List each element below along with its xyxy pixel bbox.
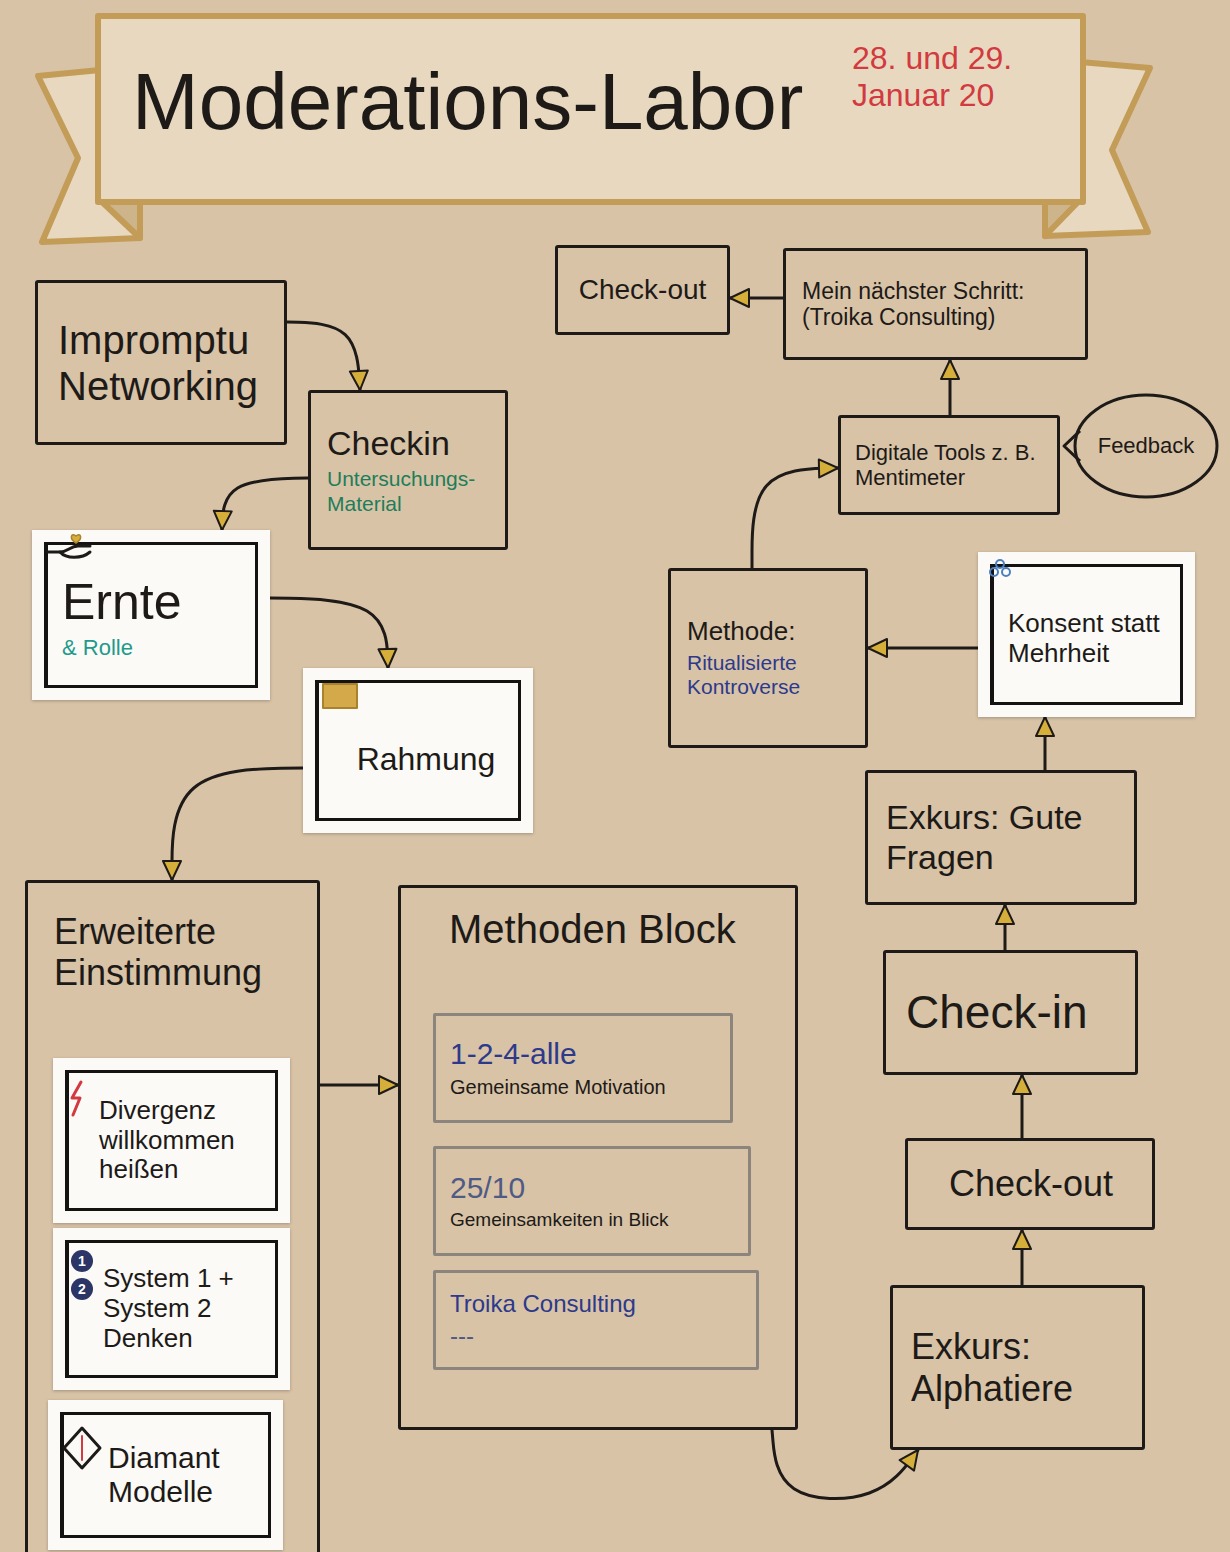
node-text: & Rolle	[62, 635, 244, 660]
node-text: Konsent statt Mehrheit	[1008, 609, 1175, 669]
ribbon-fold	[100, 200, 140, 238]
icon-stroke	[64, 1428, 100, 1468]
flow-arrow	[949, 360, 952, 415]
node-text: ---	[450, 1322, 744, 1350]
icon-stroke	[323, 684, 357, 708]
node-text: Divergenz willkommen heißen	[99, 1096, 268, 1186]
card-icon	[46, 532, 102, 562]
node-text: Methode:	[687, 617, 851, 647]
icon-stroke	[60, 552, 90, 557]
node-text: Gemeinsamkeiten in Blick	[450, 1209, 736, 1231]
process-box: Check-out	[555, 245, 730, 335]
speech-bubble: Feedback	[1072, 392, 1220, 500]
topic-card: Diamant Modelle	[48, 1400, 283, 1550]
bubble-tail	[1064, 431, 1080, 461]
card-icon	[321, 682, 359, 710]
icon-stroke	[81, 1436, 83, 1460]
topic-card: Ernte & Rolle	[32, 530, 270, 700]
node-text: Impromptu Networking	[58, 317, 270, 409]
diagram-title: Moderations-Labor	[132, 58, 803, 146]
node-text: Untersuchungs-Material	[327, 467, 493, 515]
node-text: System 1 + System 2 Denken	[103, 1264, 268, 1354]
card-icon	[62, 1426, 104, 1472]
flow-arrow	[1044, 717, 1047, 770]
flow-arrow	[730, 297, 783, 300]
flow-arrow	[868, 647, 978, 650]
node-text: Ernte	[62, 574, 244, 632]
node-text: Checkin	[327, 424, 493, 463]
node-text: Rahmung	[343, 741, 509, 778]
process-box: Exkurs: Gute Fragen	[865, 770, 1137, 905]
method-box: Troika Consulting ---	[433, 1270, 759, 1370]
flow-arrow	[1021, 1230, 1024, 1285]
flow-arrow	[1004, 905, 1007, 950]
process-box: Methode: Ritualisierte Kontroverse	[668, 568, 868, 748]
flow-arrow	[172, 768, 303, 880]
date-note: 28. und 29. Januar 20	[852, 40, 1062, 114]
process-box: Methoden Block 1-2-4-alleGemeinsame Motiv…	[398, 885, 798, 1430]
callout-number: 2	[71, 1278, 93, 1300]
node-text: Exkurs: Alphatiere	[911, 1326, 1128, 1409]
node-text: Check-out	[924, 1163, 1138, 1204]
node-text: Mein nächster Schritt: (Troika Consultin…	[802, 278, 1071, 331]
card-icon	[67, 1080, 89, 1118]
flow-arrow	[270, 598, 388, 668]
node-text: 25/10	[450, 1171, 736, 1206]
callout-number: 1	[71, 1250, 93, 1272]
flow-arrow	[222, 478, 308, 530]
process-box: CheckinUntersuchungs-Material	[308, 390, 508, 550]
process-box: Check-in	[883, 950, 1138, 1075]
flow-arrow	[1021, 1075, 1024, 1138]
topic-card: Rahmung	[303, 668, 533, 833]
node-text: Erweiterte Einstimmung	[54, 911, 305, 994]
flow-arrow	[287, 322, 360, 390]
topic-card: Konsent statt Mehrheit	[978, 552, 1195, 717]
flow-arrow	[752, 468, 838, 568]
process-box: Mein nächster Schritt: (Troika Consultin…	[783, 248, 1088, 360]
flow-arrow	[320, 1084, 398, 1087]
method-box: 25/10Gemeinsamkeiten in Blick	[433, 1146, 751, 1256]
card-icon	[986, 556, 1016, 586]
topic-card: Divergenz willkommen heißen	[53, 1058, 290, 1223]
process-box: Impromptu Networking	[35, 280, 287, 445]
node-text: Troika Consulting	[450, 1290, 744, 1318]
ribbon-fold	[1045, 200, 1080, 236]
node-text: Methoden Block	[449, 906, 781, 952]
node-text: Gemeinsame Motivation	[450, 1076, 718, 1099]
node-text: Digitale Tools z. B. Mentimeter	[855, 440, 1043, 491]
icon-stroke	[72, 1082, 81, 1115]
process-box: Erweiterte EinstimmungDivergenz willkomm…	[25, 880, 320, 1552]
node-text: Feedback	[1086, 433, 1206, 458]
banner-band	[98, 16, 1083, 202]
process-box: Exkurs: Alphatiere	[890, 1285, 1145, 1450]
node-text: Ritualisierte Kontroverse	[687, 651, 851, 699]
icon-stroke	[48, 546, 90, 552]
node-text: Diamant Modelle	[108, 1441, 261, 1510]
icon-stroke	[990, 560, 1010, 576]
node-text: Check-in	[906, 986, 1121, 1039]
topic-card: System 1 + System 2 Denken 1 2	[53, 1228, 290, 1390]
method-box: 1-2-4-alleGemeinsame Motivation	[433, 1013, 733, 1123]
node-text: Exkurs: Gute Fragen	[886, 798, 1120, 876]
flow-arrow	[772, 1430, 918, 1499]
process-box: Digitale Tools z. B. Mentimeter	[838, 415, 1060, 515]
node-text: Check-out	[570, 274, 715, 306]
node-text: 1-2-4-alle	[450, 1037, 718, 1072]
process-box: Check-out	[905, 1138, 1155, 1230]
icon-stroke	[71, 535, 80, 543]
bubble-ellipse	[1075, 395, 1217, 497]
